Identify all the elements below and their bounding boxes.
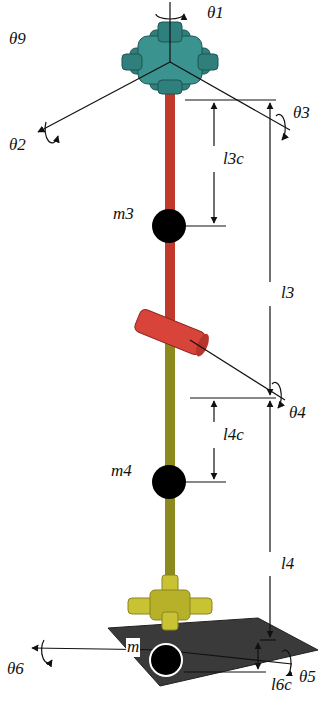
joint-angle: θ1	[206, 4, 225, 23]
joint-angle: θ3	[292, 104, 311, 123]
length-label: l6c	[270, 676, 293, 695]
joint-angle: θ2	[8, 136, 27, 155]
joint-angle: θ6	[6, 660, 25, 679]
mass-label: m4	[110, 462, 133, 481]
length-label: l3c	[222, 150, 245, 169]
length-label: l3	[280, 284, 295, 303]
length-label: l4c	[222, 426, 245, 445]
mass-label: m	[126, 638, 140, 657]
mass-label: m3	[112, 205, 135, 224]
joint-angle: θ4	[288, 404, 307, 423]
joint-angle: θ9	[8, 30, 27, 49]
joint-angle: θ5	[298, 668, 317, 687]
length-label: l4	[280, 555, 295, 574]
